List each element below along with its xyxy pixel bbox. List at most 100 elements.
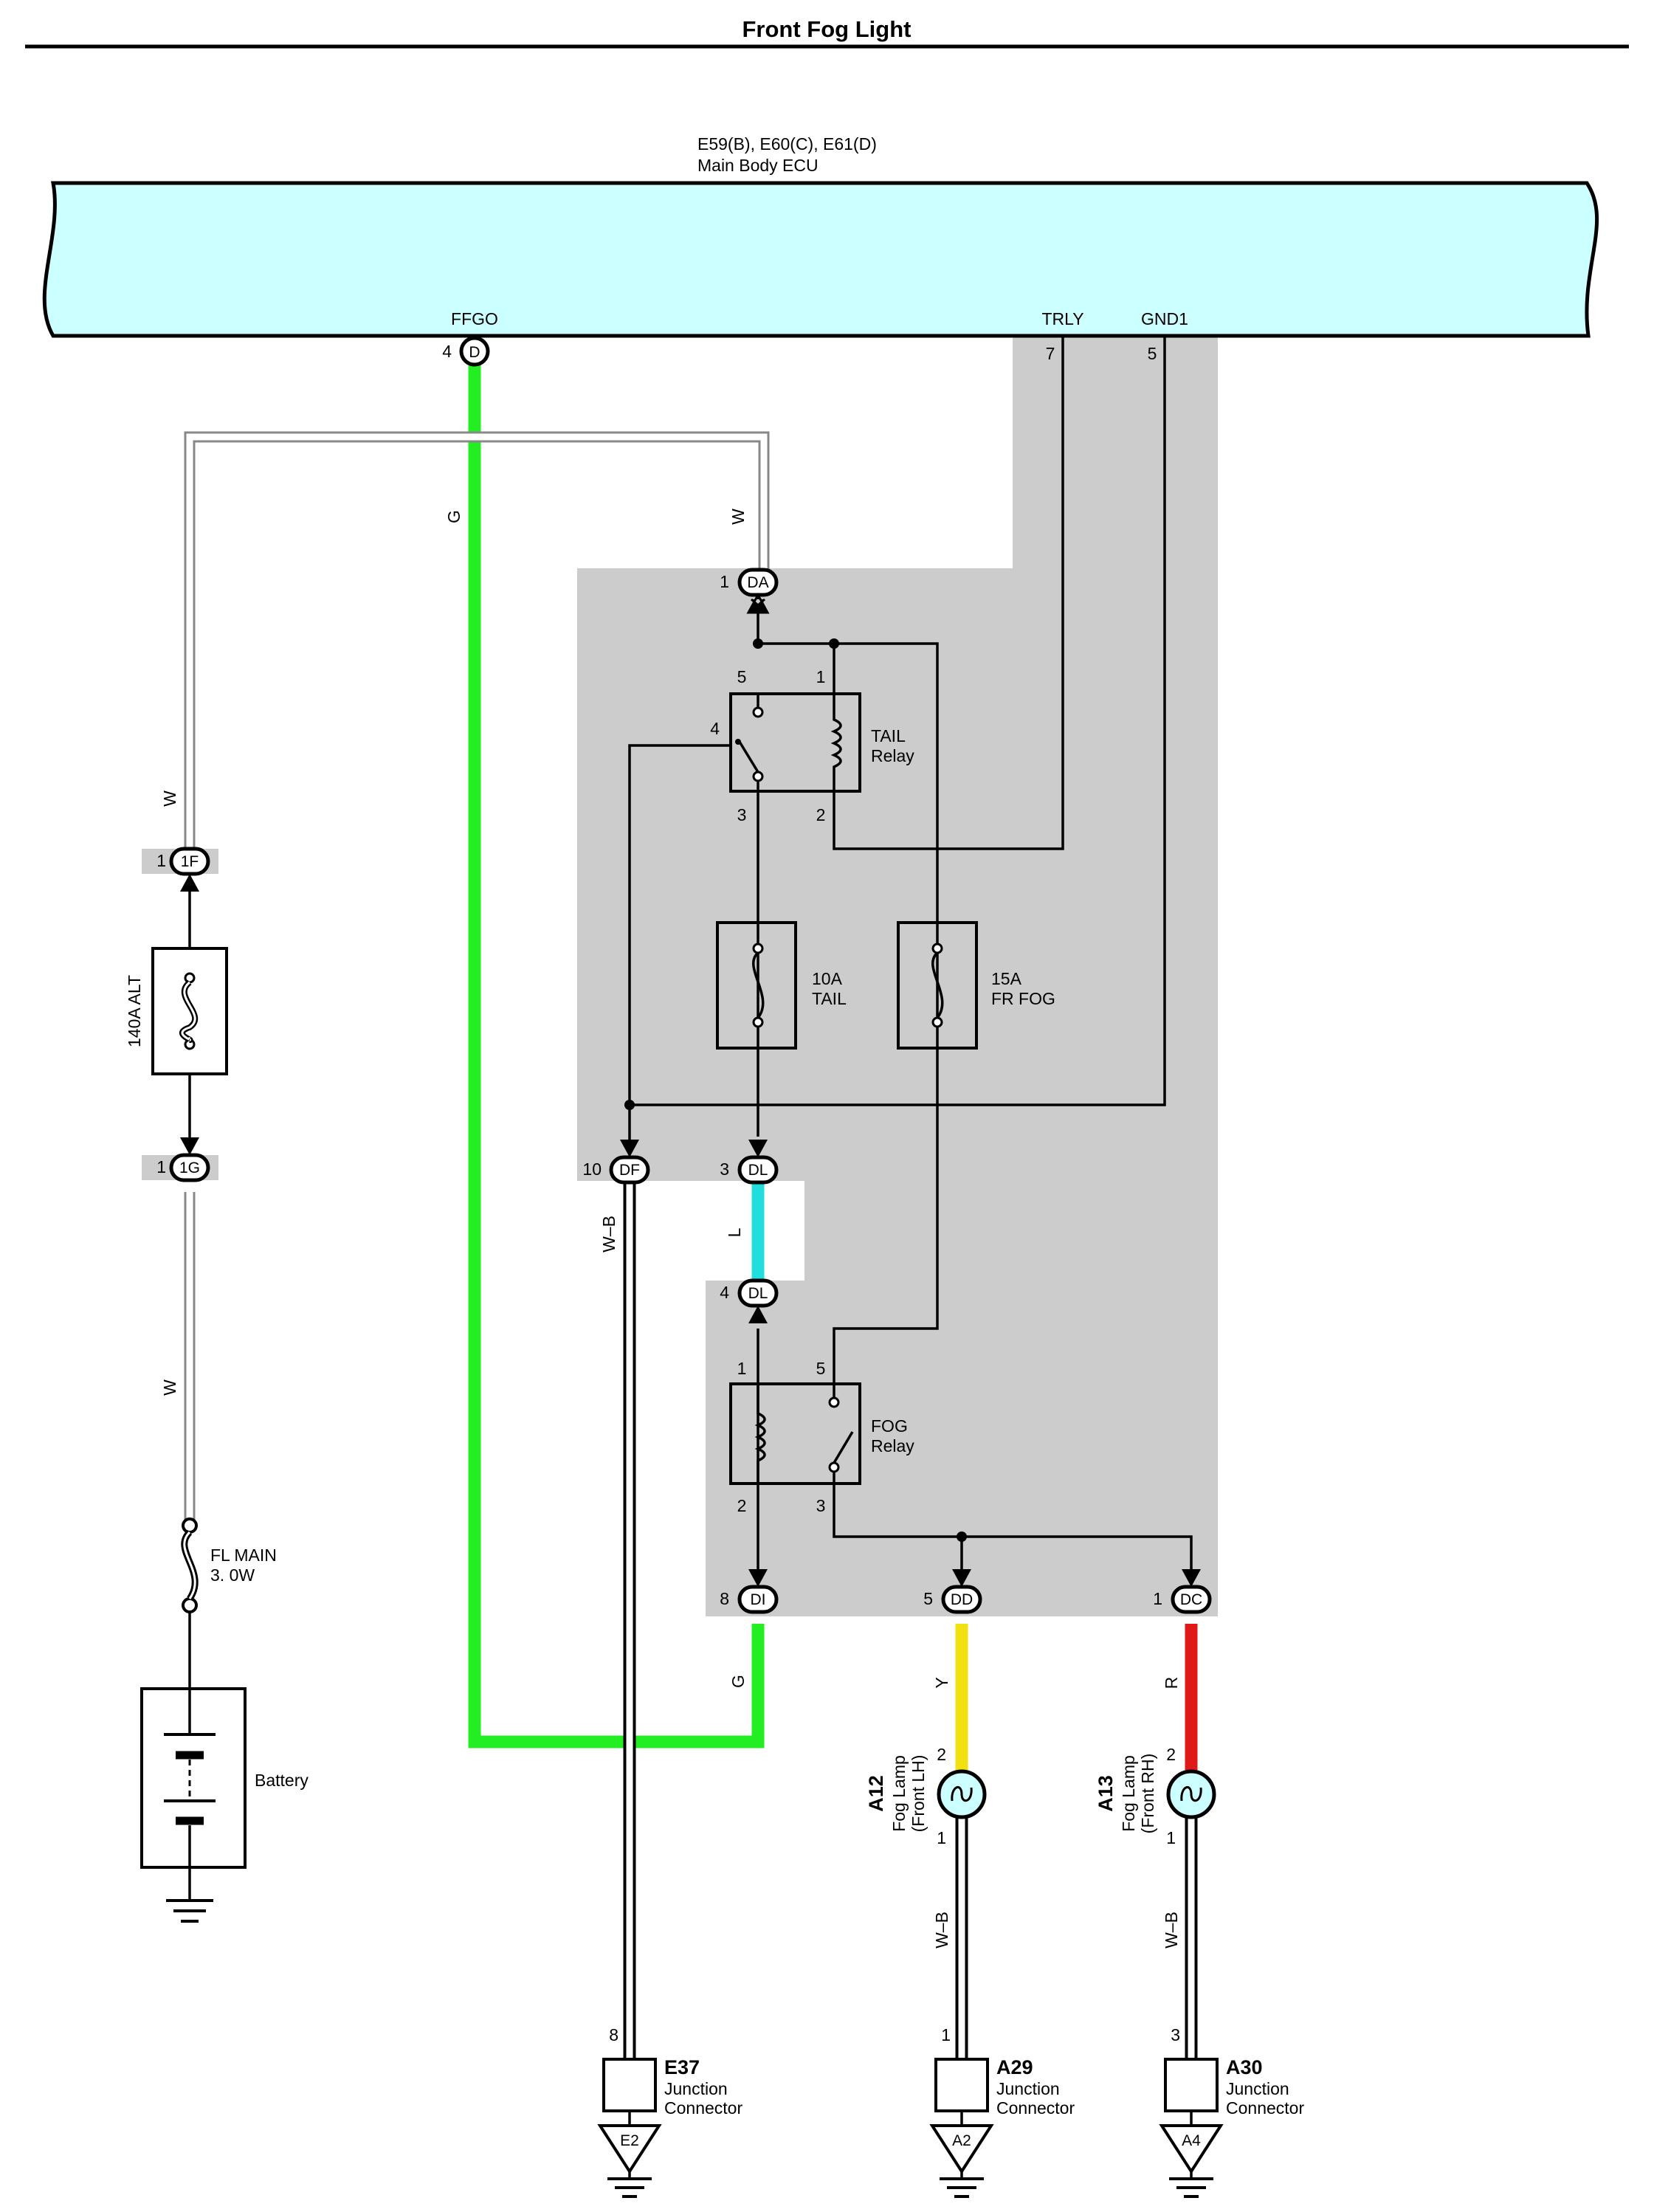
svg-text:Junction: Junction [664,2079,728,2098]
svg-text:DA: DA [747,574,768,591]
svg-text:4: 4 [442,342,452,361]
svg-text:DF: DF [619,1162,640,1179]
connector-dl-4: DL 4 [720,1278,779,1323]
fog-relay-label: FOG [871,1416,908,1436]
svg-text:2: 2 [816,805,826,824]
connector-1g: 1G 1 [156,1137,210,1182]
wire-label-wb-rh: W–B [1162,1912,1181,1949]
battery-label: Battery [255,1771,309,1790]
svg-text:2: 2 [737,1496,747,1515]
svg-text:FR FOG: FR FOG [991,989,1055,1008]
svg-text:1: 1 [941,2025,951,2044]
ground-a4-label: A4 [1182,2132,1201,2149]
svg-text:DL: DL [748,1162,768,1179]
svg-text:3: 3 [737,805,747,824]
svg-text:1: 1 [816,667,826,686]
connector-dd: DD 5 [923,1569,982,1614]
svg-text:8: 8 [609,2025,618,2044]
ecu-code: E59(B), E60(C), E61(D) [697,134,877,154]
lamp-rh-label-1: Fog Lamp [1119,1755,1138,1832]
fuse-alt-label: 140A ALT [125,975,144,1047]
fuse-15a-fr-fog: 15A FR FOG [897,921,1055,1050]
svg-text:DD: DD [951,1591,973,1608]
svg-text:10A: 10A [812,969,843,988]
lamp-rh-label-2: (Front RH) [1138,1754,1157,1834]
svg-text:1: 1 [720,572,729,591]
splice-dot [829,638,839,649]
svg-text:Connector: Connector [996,2098,1075,2118]
tail-relay: TAIL Relay 5 1 4 3 2 [710,667,914,824]
wire-label-wb-lh: W–B [932,1912,951,1949]
splice-dot [957,1531,967,1542]
fuse-140a-alt: 140A ALT [125,947,228,1075]
svg-text:1G: 1G [179,1160,200,1176]
junction-a29: 1 A29 Junction Connector A2 [929,2025,1075,2198]
svg-text:5: 5 [816,1359,826,1378]
battery: Battery [140,1687,309,1869]
svg-text:TAIL: TAIL [812,989,847,1008]
svg-text:5: 5 [923,1589,933,1608]
svg-text:DL: DL [748,1285,768,1302]
splice-dot [753,638,763,649]
internal-wiring [188,336,1193,1901]
lamp-lh-label-1: Fog Lamp [889,1755,909,1832]
svg-text:4: 4 [710,719,720,738]
splice-dot [624,1100,635,1110]
svg-text:1F: 1F [181,853,199,870]
svg-text:Connector: Connector [664,2098,742,2118]
pin-name-trly: TRLY [1041,309,1083,328]
svg-text:3: 3 [720,1160,729,1179]
junction-e37: 8 E37 Junction Connector E2 [597,2025,742,2198]
connector-ffgo: D 4 [442,336,490,367]
wire-label-w-top: W [728,509,748,525]
fog-lamp-lh: 2 1 A12 Fog Lamp (Front LH) [865,1745,987,1847]
page-title: Front Fog Light [742,16,912,42]
svg-text:D: D [469,344,480,361]
fuse-10a-tail: 10A TAIL [716,921,847,1050]
svg-text:4: 4 [720,1283,729,1302]
main-body-ecu: E59(B), E60(C), E61(D) Main Body ECU FFG… [42,134,1599,338]
lamp-lh-code: A12 [865,1775,887,1812]
ground-battery [166,1899,213,1923]
ground-e2-label: E2 [620,2132,639,2149]
svg-text:2: 2 [1166,1745,1176,1764]
lamp-rh-code: A13 [1095,1775,1117,1812]
svg-text:DC: DC [1180,1591,1202,1608]
connector-di: DI 8 [720,1569,779,1614]
svg-text:A29: A29 [996,2056,1033,2078]
ground-a2-label: A2 [952,2132,971,2149]
fog-relay: FOG Relay 1 5 2 3 [729,1359,914,1515]
svg-text:3: 3 [1171,2025,1180,2044]
svg-text:1: 1 [937,1828,946,1847]
pin-name-gnd1: GND1 [1141,309,1188,328]
connector-1f: 1F 1 [156,847,210,892]
wire-label-wb: W–B [599,1216,618,1253]
fog-lamp-rh: 2 1 A13 Fog Lamp (Front RH) [1095,1745,1216,1847]
svg-text:1: 1 [156,1157,166,1176]
lamp-lh-label-2: (Front LH) [909,1755,928,1833]
svg-text:3. 0W: 3. 0W [210,1565,255,1585]
wire-label-l: L [725,1227,744,1237]
svg-text:DI: DI [751,1591,766,1608]
svg-text:Connector: Connector [1226,2098,1304,2118]
junction-a30: 3 A30 Junction Connector A4 [1159,2025,1304,2198]
connector-dc: DC 1 [1153,1569,1212,1614]
wire-label-w-left2: W [160,1379,179,1396]
wire-green-ffgo [468,362,765,1748]
svg-text:E37: E37 [664,2056,700,2078]
fuse-fl-main: FL MAIN 3. 0W [181,1517,277,1613]
wire-label-w-left1: W [160,790,179,807]
wire-label-r: R [1162,1677,1181,1689]
pin-name-ffgo: FFGO [451,309,498,328]
wire-label-y: Y [932,1677,951,1688]
connector-da: DA 1 [720,568,779,614]
svg-text:FL MAIN: FL MAIN [210,1546,277,1565]
wire-label-g-bottom: G [728,1675,748,1688]
wire-label-g-top: G [444,510,464,523]
svg-text:1: 1 [1153,1589,1162,1608]
svg-text:15A: 15A [991,969,1022,988]
svg-text:10: 10 [582,1160,602,1179]
tail-relay-label: TAIL [871,726,906,745]
pin-gnd1: 5 [1148,344,1157,363]
